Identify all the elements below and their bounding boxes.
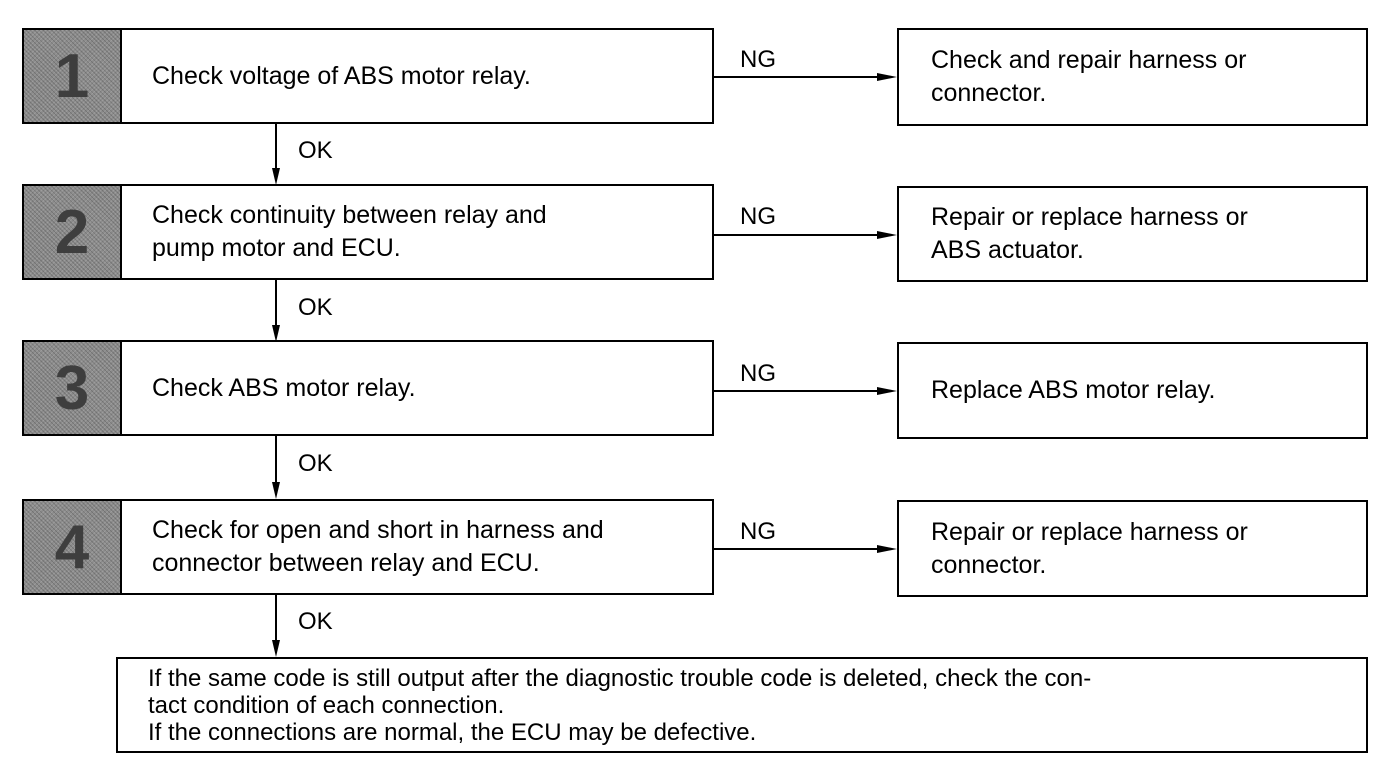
step-number-2: 2 [24,186,122,278]
ng-result-box-1: Check and repair harness or connector. [897,28,1368,126]
final-note-box: If the same code is still output after t… [116,657,1368,753]
ok-label-4: OK [298,608,333,635]
step-box-2: 2 Check continuity between relay and pum… [22,184,714,280]
ng-result-box-4: Repair or replace harness or connector. [897,500,1368,597]
ng-label-4: NG [740,518,776,545]
ng-label-2: NG [740,203,776,230]
step-box-1: 1 Check voltage of ABS motor relay. [22,28,714,124]
ok-arrowhead-4 [272,640,280,657]
step-number-3: 3 [24,342,122,434]
ok-arrowhead-1 [272,168,280,185]
step-number-4: 4 [24,501,122,593]
step-number-1: 1 [24,30,122,122]
step-text-1: Check voltage of ABS motor relay. [152,61,531,90]
final-note-line-2: tact condition of each connection. [148,692,505,719]
ng-result-box-2: Repair or replace harness or ABS actuato… [897,186,1368,282]
step-box-4: 4 Check for open and short in harness an… [22,499,714,595]
step-text-3: Check ABS motor relay. [152,373,416,402]
ng-arrowhead-3 [877,387,897,395]
ng-arrowhead-4 [877,545,897,553]
ng-arrowhead-1 [877,73,897,81]
ng-arrowhead-2 [877,231,897,239]
ok-label-1: OK [298,137,333,164]
ok-arrowhead-3 [272,482,280,499]
ok-label-2: OK [298,294,333,321]
ng-result-box-3: Replace ABS motor relay. [897,342,1368,439]
final-note-line-1: If the same code is still output after t… [148,665,1092,692]
ng-label-1: NG [740,46,776,73]
ok-arrowhead-2 [272,325,280,342]
ng-label-3: NG [740,360,776,387]
final-note-line-3: If the connections are normal, the ECU m… [148,719,757,746]
step-text-2: Check continuity between relay and pump … [152,201,547,262]
step-text-4: Check for open and short in harness and … [152,516,604,577]
step-box-3: 3 Check ABS motor relay. [22,340,714,436]
ok-label-3: OK [298,450,333,477]
